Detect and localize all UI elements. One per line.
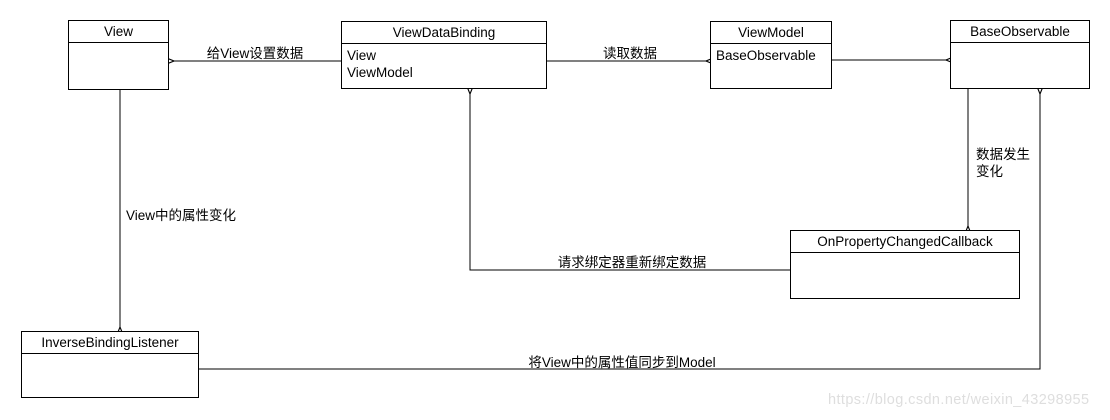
class-box-view-model: ViewModel BaseObservable: [710, 21, 832, 89]
class-title: ViewDataBinding: [342, 22, 546, 44]
watermark: https://blog.csdn.net/weixin_43298955: [828, 392, 1090, 408]
class-box-view-data-binding: ViewDataBinding View ViewModel: [341, 21, 547, 89]
edge-label-read-data: 读取数据: [603, 46, 657, 61]
class-attrs: [69, 43, 168, 49]
class-box-view: View: [68, 20, 169, 90]
class-attrs: [791, 253, 1019, 259]
edge-sync-to-model: [199, 94, 1040, 370]
class-attrs: [22, 354, 198, 360]
class-attrs: BaseObservable: [711, 44, 831, 67]
class-title: OnPropertyChangedCallback: [791, 231, 1019, 253]
class-title: ViewModel: [711, 22, 831, 44]
class-attrs: [951, 43, 1089, 49]
edge-label-view-attr-changed: View中的属性变化: [126, 208, 237, 223]
class-title: BaseObservable: [951, 21, 1089, 43]
edge-label-set-data: 给View设置数据: [206, 46, 304, 61]
edge-label-data-changed: 数据发生变化: [976, 147, 1030, 179]
attr-line: ViewModel: [347, 65, 413, 80]
attr-line: View: [347, 48, 377, 63]
edge-label-sync-to-model: 将View中的属性值同步到Model: [528, 355, 716, 370]
class-attrs: View ViewModel: [342, 44, 546, 84]
class-title: InverseBindingListener: [22, 332, 198, 354]
edge-rebind-request: [470, 94, 790, 271]
class-box-base-observable: BaseObservable: [950, 20, 1090, 89]
class-title: View: [69, 21, 168, 43]
class-box-inverse-binding-listener: InverseBindingListener: [21, 331, 199, 398]
edge-label-rebind-request: 请求绑定器重新绑定数据: [557, 255, 707, 270]
attr-line: BaseObservable: [716, 48, 816, 63]
class-box-on-property-changed-callback: OnPropertyChangedCallback: [790, 230, 1020, 299]
